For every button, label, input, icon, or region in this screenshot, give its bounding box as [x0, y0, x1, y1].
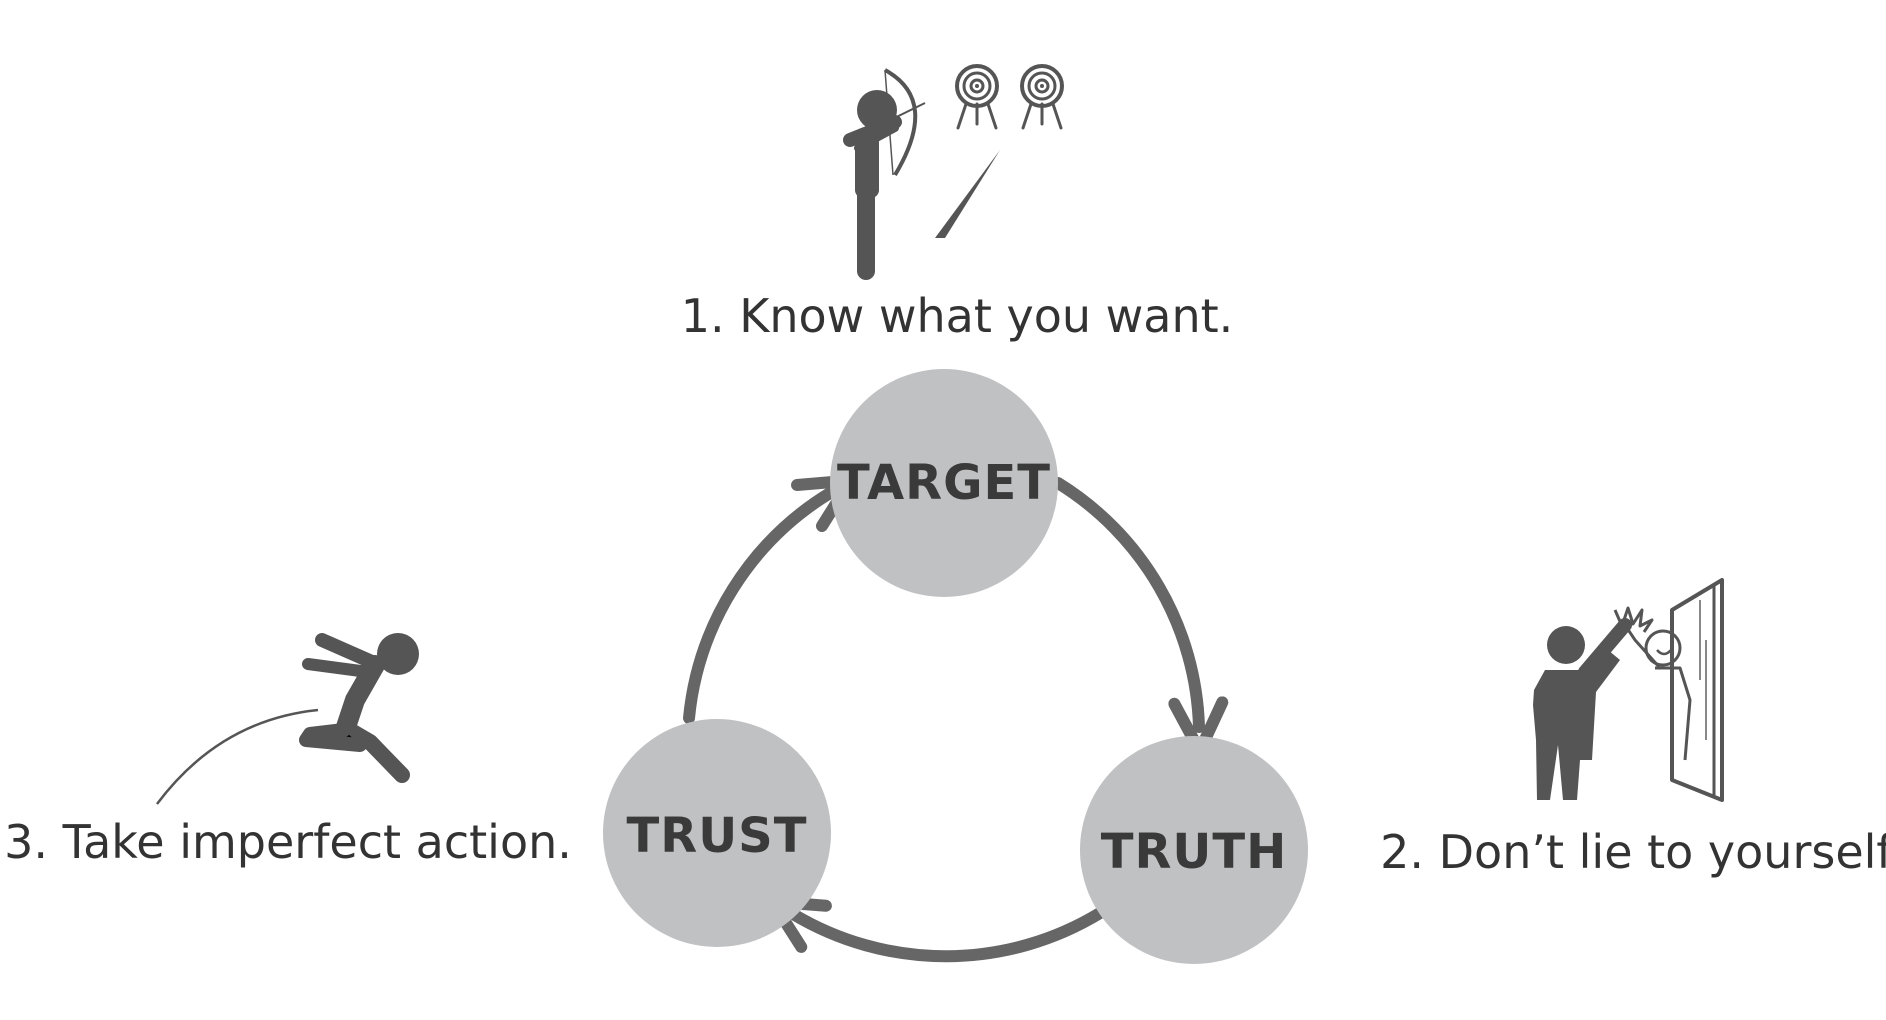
arrow-target-to-truth — [1052, 477, 1229, 757]
archer-icon — [843, 68, 1000, 280]
arrow-truth-to-trust — [766, 895, 1106, 963]
node-truth-label: TRUTH — [1101, 824, 1288, 880]
leaping-person-icon — [156, 633, 419, 805]
node-truth: TRUTH — [1080, 736, 1308, 964]
step-1-caption: 1. Know what you want. — [681, 289, 1234, 343]
node-trust-label: TRUST — [627, 808, 808, 864]
mirror-high-five-icon — [1533, 578, 1724, 802]
step-2-caption: 2. Don’t lie to yourself. — [1380, 825, 1886, 879]
step-3-caption: 3. Take imperfect action. — [4, 815, 572, 869]
node-target: TARGET — [830, 369, 1058, 597]
arrow-trust-to-target — [683, 474, 857, 724]
node-trust: TRUST — [603, 719, 831, 947]
cycle-arrows — [683, 474, 1229, 963]
target-icon — [1020, 64, 1064, 130]
target-icon — [955, 64, 999, 130]
node-target-label: TARGET — [837, 455, 1051, 511]
